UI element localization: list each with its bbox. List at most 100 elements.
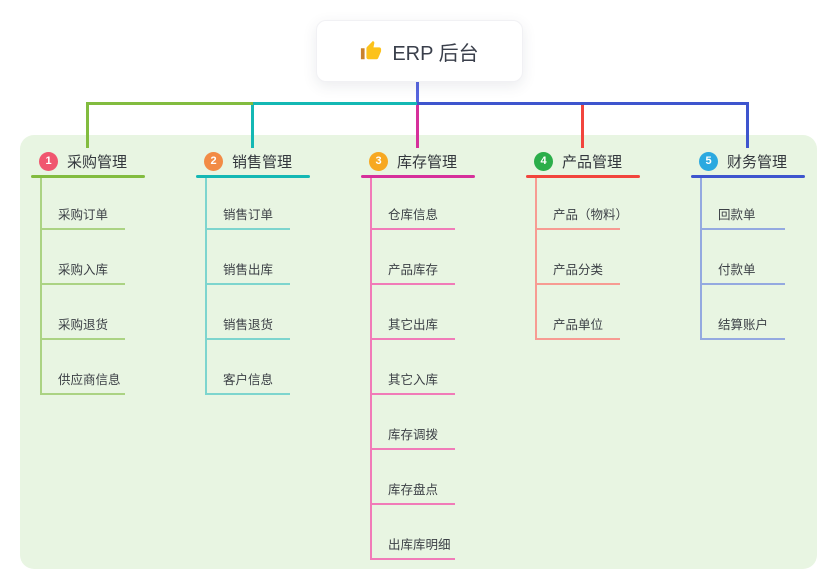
root-node[interactable]: ERP 后台 <box>316 20 523 82</box>
child-node-underline <box>205 393 290 395</box>
child-node-label: 付款单 <box>718 263 756 277</box>
branch-topic-label: 库存管理 <box>397 153 458 171</box>
branch-product-management: 4 产品管理 产品（物料） 产品分类 产品单位 <box>526 148 648 340</box>
branch-number-badge: 4 <box>534 151 553 171</box>
connector-branch-drop <box>746 105 749 148</box>
child-node-label: 出库库明细 <box>388 538 451 552</box>
child-node-underline <box>535 228 620 230</box>
child-node[interactable]: 销售订单 <box>196 207 318 233</box>
branch-underline <box>691 175 805 178</box>
child-node-underline <box>205 338 290 340</box>
child-node[interactable]: 其它出库 <box>361 317 483 343</box>
connector-branch-drop <box>416 105 419 148</box>
branch-number-badge: 3 <box>369 151 388 171</box>
branch-finance-management: 5 财务管理 回款单 付款单 结算账户 <box>691 148 813 340</box>
branch-underline <box>361 175 475 178</box>
child-node[interactable]: 结算账户 <box>691 317 813 343</box>
child-node-underline <box>370 338 455 340</box>
child-node[interactable]: 产品单位 <box>526 317 648 343</box>
child-node-underline <box>700 228 785 230</box>
child-node-underline <box>370 503 455 505</box>
branch-topic[interactable]: 4 产品管理 <box>526 148 648 174</box>
branch-number-badge: 5 <box>699 151 718 171</box>
child-node-label: 客户信息 <box>223 373 274 387</box>
branch-number-badge: 2 <box>204 151 223 171</box>
thumbs-up-icon <box>360 40 382 62</box>
child-node-underline <box>370 393 455 395</box>
child-node[interactable]: 付款单 <box>691 262 813 288</box>
branch-topic-label: 产品管理 <box>562 153 623 171</box>
child-node-label: 产品单位 <box>553 318 604 332</box>
connector-root-line <box>416 82 419 103</box>
branch-children-connector <box>535 178 537 340</box>
root-title: ERP 后台 <box>392 42 479 65</box>
branch-topic-label: 销售管理 <box>232 153 293 171</box>
branch-topic-label: 采购管理 <box>67 153 128 171</box>
child-node[interactable]: 采购订单 <box>31 207 153 233</box>
branch-children-connector <box>370 178 372 560</box>
child-node-underline <box>40 228 125 230</box>
child-node-label: 产品（物料） <box>553 208 629 222</box>
child-node[interactable]: 仓库信息 <box>361 207 483 233</box>
child-node-label: 销售订单 <box>223 208 274 222</box>
branch-number-badge: 1 <box>39 151 58 171</box>
child-node-underline <box>535 338 620 340</box>
child-node-label: 库存盘点 <box>388 483 439 497</box>
branches-panel <box>20 135 817 569</box>
child-node-label: 其它出库 <box>388 318 439 332</box>
child-node-label: 结算账户 <box>718 318 769 332</box>
connector-rail-segment <box>253 102 417 105</box>
connector-branch-drop <box>581 105 584 148</box>
child-node-underline <box>370 558 455 560</box>
child-node[interactable]: 采购入库 <box>31 262 153 288</box>
branch-underline <box>31 175 145 178</box>
connector-branch-drop <box>251 105 254 148</box>
child-node[interactable]: 回款单 <box>691 207 813 233</box>
branch-topic-label: 财务管理 <box>727 153 788 171</box>
child-node[interactable]: 销售退货 <box>196 317 318 343</box>
child-node-underline <box>40 283 125 285</box>
child-node-underline <box>700 338 785 340</box>
connector-rail-segment <box>417 102 749 105</box>
child-node[interactable]: 产品（物料） <box>526 207 648 233</box>
child-node-label: 仓库信息 <box>388 208 439 222</box>
connector-branch-drop <box>86 105 89 148</box>
child-node-label: 采购入库 <box>58 263 109 277</box>
child-node[interactable]: 采购退货 <box>31 317 153 343</box>
branch-underline <box>196 175 310 178</box>
branch-topic[interactable]: 1 采购管理 <box>31 148 153 174</box>
branch-topic[interactable]: 2 销售管理 <box>196 148 318 174</box>
branch-sales-management: 2 销售管理 销售订单 销售出库 销售退货 客户信息 <box>196 148 318 395</box>
child-node-underline <box>700 283 785 285</box>
child-node[interactable]: 出库库明细 <box>361 537 483 563</box>
child-node-label: 产品分类 <box>553 263 604 277</box>
branch-inventory-management: 3 库存管理 仓库信息 产品库存 其它出库 其它入库 库存调拨 库存盘点 出库库… <box>361 148 483 560</box>
branch-children-connector <box>205 178 207 395</box>
branch-topic[interactable]: 5 财务管理 <box>691 148 813 174</box>
branch-children-connector <box>700 178 702 340</box>
child-node[interactable]: 客户信息 <box>196 372 318 398</box>
child-node[interactable]: 产品分类 <box>526 262 648 288</box>
child-node-underline <box>40 338 125 340</box>
branch-purchase-management: 1 采购管理 采购订单 采购入库 采购退货 供应商信息 <box>31 148 153 395</box>
child-node-underline <box>535 283 620 285</box>
child-node[interactable]: 其它入库 <box>361 372 483 398</box>
child-node-label: 其它入库 <box>388 373 439 387</box>
child-node-label: 销售退货 <box>223 318 274 332</box>
child-node[interactable]: 产品库存 <box>361 262 483 288</box>
child-node-underline <box>40 393 125 395</box>
child-node-label: 采购订单 <box>58 208 109 222</box>
child-node[interactable]: 库存盘点 <box>361 482 483 508</box>
child-node-label: 销售出库 <box>223 263 274 277</box>
child-node-underline <box>205 283 290 285</box>
connector-rail-segment <box>86 102 253 105</box>
child-node-label: 产品库存 <box>388 263 439 277</box>
branch-topic[interactable]: 3 库存管理 <box>361 148 483 174</box>
child-node-underline <box>370 448 455 450</box>
child-node[interactable]: 库存调拨 <box>361 427 483 453</box>
branch-children-connector <box>40 178 42 395</box>
child-node[interactable]: 销售出库 <box>196 262 318 288</box>
child-node[interactable]: 供应商信息 <box>31 372 153 398</box>
child-node-underline <box>205 228 290 230</box>
